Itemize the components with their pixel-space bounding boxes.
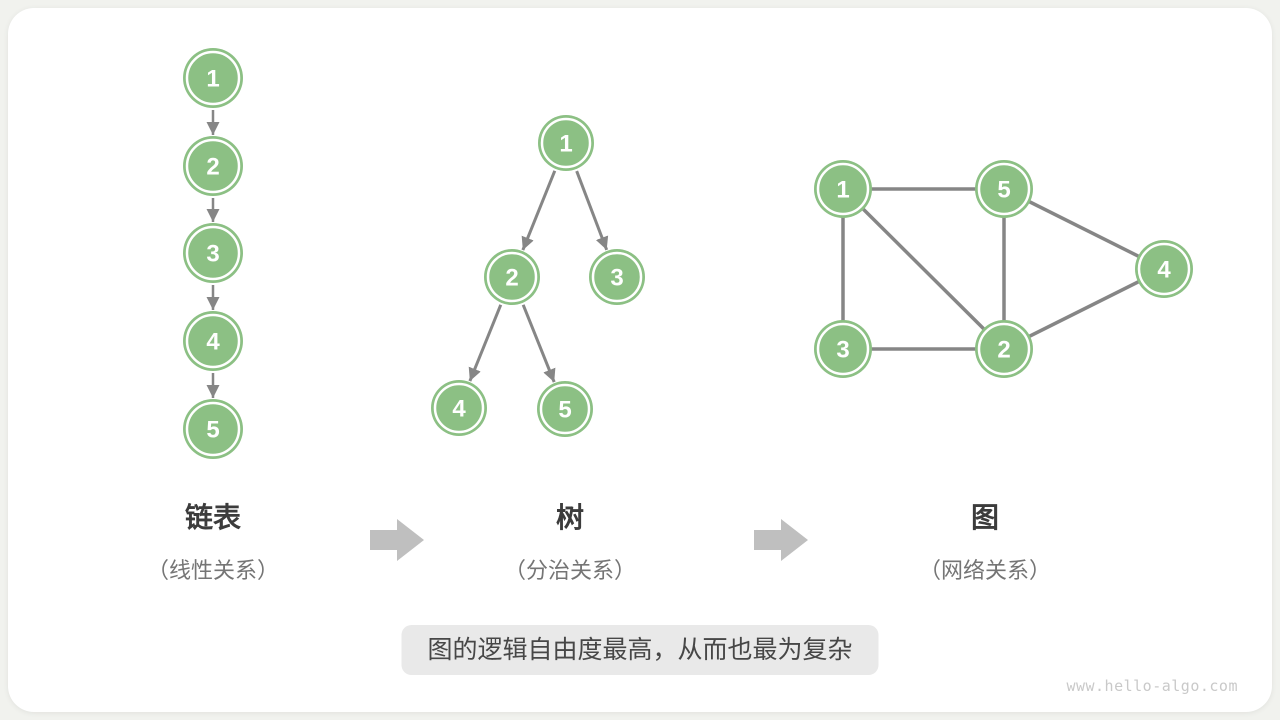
graph-node-label: 2 (997, 337, 1010, 364)
tree-node-4: 4 (431, 380, 487, 436)
tree-edge-1-3 (575, 170, 609, 251)
tree-node-1: 1 (538, 115, 594, 171)
graph-node-4: 4 (1135, 240, 1193, 298)
transition-arrow-icon (370, 519, 424, 561)
linked-list-subtitle: （线性关系） (146, 558, 280, 583)
tree-node-label: 1 (559, 131, 572, 158)
graph-title: 图 (970, 502, 1000, 533)
graph-diagram: 1 5 4 3 2 (814, 160, 1193, 378)
tree-node-3: 3 (589, 249, 645, 305)
caption-text: 图的逻辑自由度最高，从而也最为复杂 (427, 636, 853, 664)
graph-node-2: 2 (975, 320, 1033, 378)
linked-list-node-label: 4 (206, 329, 220, 356)
tree-node-label: 5 (558, 397, 571, 424)
graph-node-label: 5 (997, 177, 1010, 204)
linked-list-node-label: 1 (206, 66, 219, 93)
tree-node-label: 3 (610, 265, 623, 292)
linked-list-node-label: 3 (206, 241, 219, 268)
tree-diagram: 1 2 3 4 5 (431, 115, 645, 437)
watermark-text: www.hello-algo.com (1066, 677, 1238, 695)
transition-arrow-icon (754, 519, 808, 561)
graph-edge-2-4 (1003, 267, 1165, 351)
graph-edge-1-2 (841, 187, 1006, 351)
graph-node-3: 3 (814, 320, 872, 378)
linked-list-diagram: 1 2 3 4 5 (183, 48, 243, 459)
graph-node-label: 4 (1157, 257, 1171, 284)
tree-subtitle: （分治关系） (503, 558, 637, 583)
graph-node-label: 3 (836, 337, 849, 364)
tree-node-label: 4 (452, 396, 466, 423)
graph-node-5: 5 (975, 160, 1033, 218)
tree-edge-2-4 (468, 304, 503, 382)
tree-title: 树 (555, 502, 585, 533)
tree-edge-2-5 (521, 304, 556, 383)
linked-list-node-label: 5 (206, 417, 219, 444)
tree-node-2: 2 (484, 249, 540, 305)
graph-edge-5-4 (1003, 187, 1165, 271)
tree-node-label: 2 (505, 265, 518, 292)
graph-node-1: 1 (814, 160, 872, 218)
tree-edge-1-2 (521, 170, 557, 251)
linked-list-node-4: 4 (183, 311, 243, 371)
linked-list-node-label: 2 (206, 154, 219, 181)
caption-box: 图的逻辑自由度最高，从而也最为复杂 (401, 625, 879, 675)
linked-list-title: 链表 (184, 502, 242, 533)
graph-node-label: 1 (836, 177, 849, 204)
tree-node-5: 5 (537, 381, 593, 437)
graph-subtitle: （网络关系） (918, 558, 1052, 583)
linked-list-node-5: 5 (183, 399, 243, 459)
linked-list-node-2: 2 (183, 136, 243, 196)
linked-list-node-1: 1 (183, 48, 243, 108)
linked-list-node-3: 3 (183, 223, 243, 283)
